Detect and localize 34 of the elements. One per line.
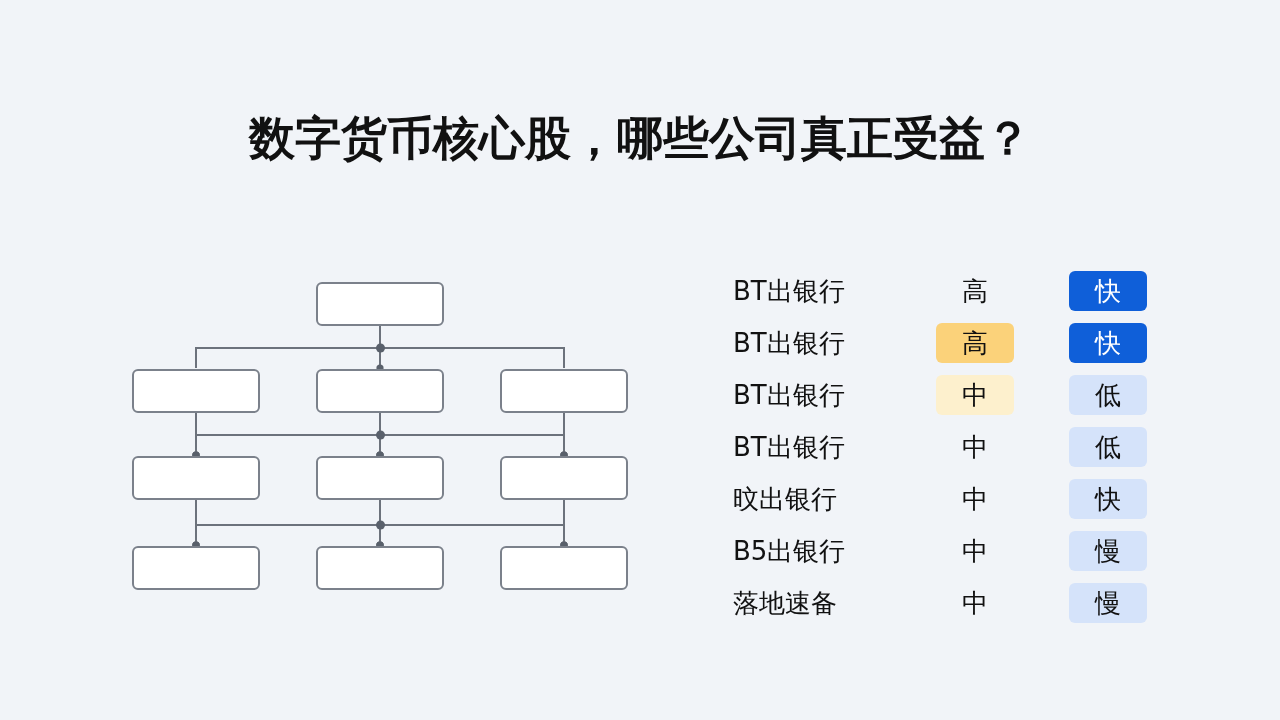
rating-badge: 低 (1069, 375, 1147, 415)
empty-box (132, 369, 260, 413)
rating-badge: 慢 (1069, 583, 1147, 623)
rating-badge: 低 (1069, 427, 1147, 467)
connector (560, 499, 568, 549)
empty-box (316, 546, 444, 590)
table-cell-text: 中 (961, 535, 989, 568)
empty-box (132, 546, 260, 590)
table-cell-text: BT出银行 (733, 431, 845, 464)
empty-box (500, 546, 628, 590)
rating-badge: 快 (1069, 271, 1147, 311)
empty-box (316, 282, 444, 326)
rating-badge: 快 (1069, 479, 1147, 519)
title: 数字货币核心股，哪些公司真正受益？ (247, 110, 1032, 167)
connector (560, 412, 568, 459)
empty-box (316, 369, 444, 413)
empty-box (132, 456, 260, 500)
rating-badge: 快 (1069, 323, 1147, 363)
table-cell-text: 中 (961, 587, 989, 620)
table-cell-text: 中 (961, 431, 989, 464)
table-cell-text: 落地速备 (733, 587, 837, 620)
table-cell-text: BT出银行 (733, 327, 845, 360)
rating-badge: 中 (936, 375, 1014, 415)
rating-badge: 慢 (1069, 531, 1147, 571)
table-cell-text: 高 (961, 275, 989, 308)
empty-box (500, 456, 628, 500)
empty-box (500, 369, 628, 413)
table-cell-text: 中 (961, 483, 989, 516)
table-cell-text: BT出银行 (733, 379, 845, 412)
rating-badge: 高 (936, 323, 1014, 363)
table-cell-text: 旼出银行 (733, 483, 837, 516)
table-cell-text: B5出银行 (733, 535, 846, 568)
empty-box (316, 456, 444, 500)
table-cell-text: BT出银行 (733, 275, 845, 308)
